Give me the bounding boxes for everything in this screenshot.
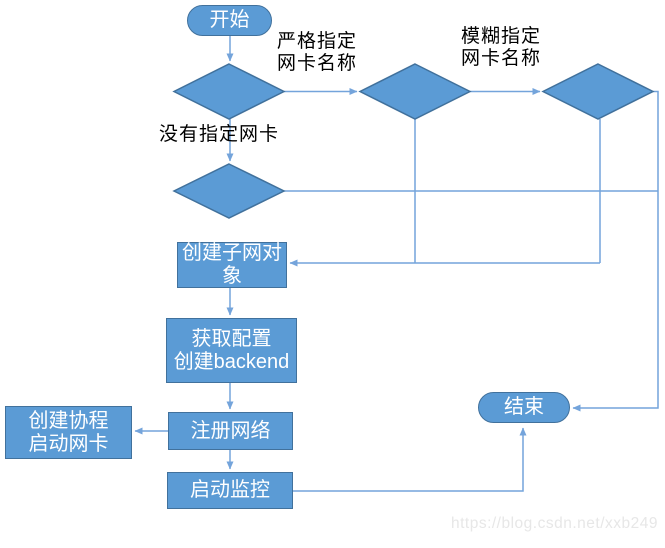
process-get-config-create-backend: 获取配置 创建backend xyxy=(166,318,297,383)
decision-diamond-1 xyxy=(172,63,286,120)
start-node: 开始 xyxy=(187,5,272,36)
process-register-network: 注册网络 xyxy=(168,412,293,450)
end-node: 结束 xyxy=(478,392,570,423)
connector-decision3-to-end xyxy=(572,90,659,412)
connector-monitor-to-end xyxy=(293,427,527,492)
edge-label-no-nic: 没有指定网卡 xyxy=(159,124,280,145)
decision-diamond-4 xyxy=(172,163,286,219)
decision-diamond-2 xyxy=(358,63,472,120)
process-create-subnet: 创建子网对象 xyxy=(177,242,287,288)
process-create-coroutine-start-nic: 创建协程 启动网卡 xyxy=(5,406,132,459)
process-start-monitor: 启动监控 xyxy=(167,472,293,509)
decision-diamond-3 xyxy=(541,63,655,120)
csdn-watermark: https://blog.csdn.net/xxb249 xyxy=(450,515,658,532)
edge-label-fuzzy-nic: 模糊指定 网卡名称 xyxy=(461,26,542,69)
edge-label-strict-nic: 严格指定 网卡名称 xyxy=(277,31,358,74)
